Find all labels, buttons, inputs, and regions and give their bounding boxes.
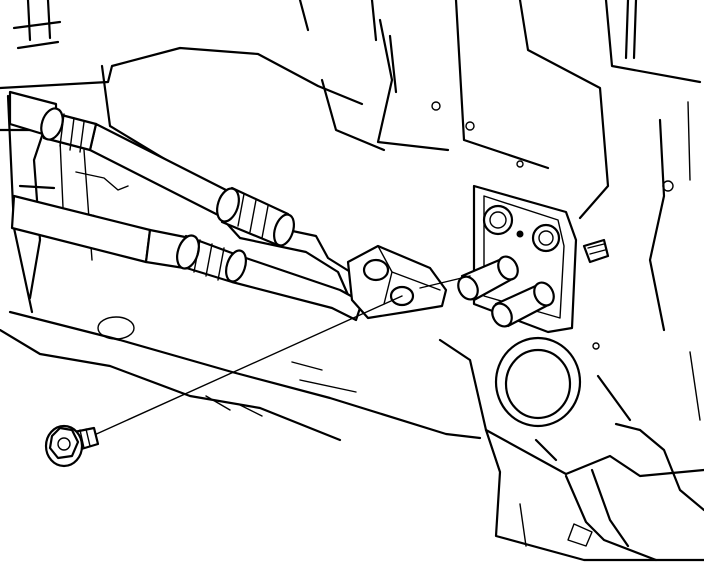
mounting-bolt xyxy=(44,424,100,468)
evaporator-outlet-pipe xyxy=(491,281,555,328)
refrigerant-hose-upper xyxy=(8,90,372,306)
bolt-alignment-line xyxy=(91,275,471,437)
hose-connector-block xyxy=(346,244,448,320)
alignment-pin xyxy=(582,238,610,264)
refrigerant-hose-lower xyxy=(10,194,364,322)
drain-grommet xyxy=(494,336,582,428)
evaporator-inlet-pipe xyxy=(457,255,519,302)
